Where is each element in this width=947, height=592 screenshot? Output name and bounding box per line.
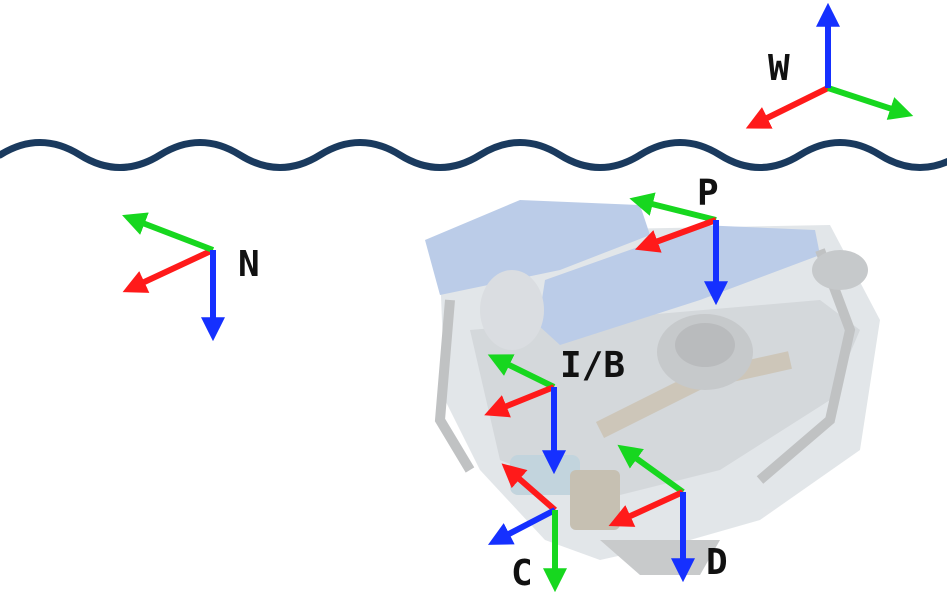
- ned-frame: N: [122, 212, 260, 342]
- dvl-x-axis-arrow: [608, 489, 685, 527]
- pressure-frame: P: [629, 173, 728, 306]
- world-y-axis-arrow: [827, 85, 914, 120]
- dvl-frame: D: [608, 444, 728, 583]
- dvl-frame-label: D: [706, 542, 728, 583]
- world-frame: W: [745, 2, 914, 129]
- camera-x-axis-arrow: [501, 463, 557, 513]
- camera-frame: C: [487, 463, 567, 592]
- camera-frame-label: C: [511, 553, 533, 592]
- ned-y-axis-arrow: [122, 212, 215, 253]
- ned-x-axis-arrow: [122, 247, 215, 293]
- world-frame-label: W: [768, 48, 790, 89]
- rov-vehicle-icon: [425, 200, 880, 575]
- ned-frame-label: N: [238, 244, 260, 285]
- imu-y-axis-arrow: [487, 354, 556, 390]
- imu-body-frame: I/B: [484, 345, 625, 475]
- pressure-x-axis-arrow: [634, 217, 718, 253]
- camera-z-axis-arrow: [487, 507, 557, 545]
- water-surface-icon: [0, 139, 947, 171]
- world-x-axis-arrow: [745, 85, 830, 129]
- imu-body-frame-label: I/B: [560, 345, 625, 386]
- imu-x-axis-arrow: [484, 384, 556, 418]
- pressure-frame-label: P: [697, 173, 719, 214]
- pressure-y-axis-arrow: [629, 192, 717, 223]
- dvl-y-axis-arrow: [617, 444, 685, 495]
